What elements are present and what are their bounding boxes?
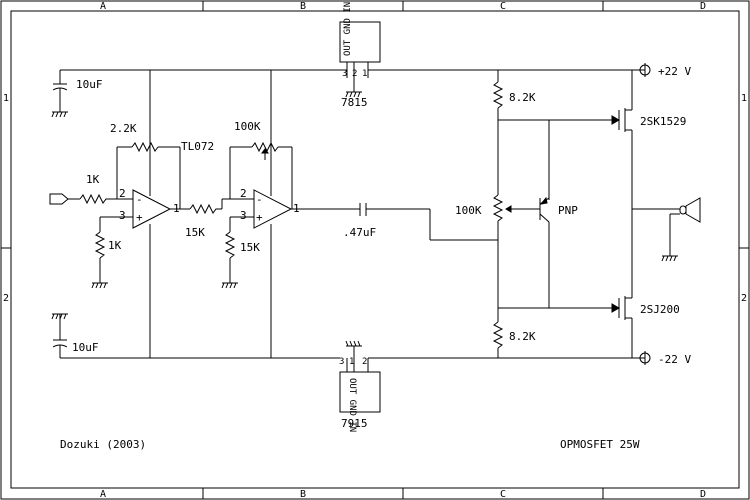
positive-supply-terminal <box>639 63 651 77</box>
opamp-u2-plus: + <box>256 211 263 224</box>
author-label: Dozuki (2003) <box>60 438 146 451</box>
regulator-7815-pin-in: 1 <box>362 69 367 79</box>
speaker <box>632 197 701 262</box>
coupling-capacitor-value: .47uF <box>343 226 376 239</box>
regulator-7915-pin-in: 2 <box>362 357 367 367</box>
negative-supply-label: -22 V <box>658 353 691 366</box>
upper-mosfet-2sk1529 <box>549 70 633 209</box>
positive-rail <box>59 69 645 196</box>
regulator-7815-pin-gnd: 2 <box>352 69 357 79</box>
grid-row-1-right: 1 <box>741 93 747 104</box>
opamp-u2 <box>221 141 360 289</box>
grid-col-d-bottom: D <box>700 489 706 500</box>
coupling-capacitor <box>359 203 498 241</box>
circuit-title: OPMOSFET 25W <box>560 438 640 451</box>
top-decoupling-capacitor <box>51 78 68 118</box>
grid-col-b-top: B <box>300 1 306 12</box>
regulator-7915-pin-gnd: 1 <box>349 357 354 367</box>
grid-col-a-bottom: A <box>100 489 106 500</box>
grid-col-c-bottom: C <box>500 489 506 500</box>
top-bias-resistor-value: 8.2K <box>509 91 536 104</box>
regulator-7915-pin-out: 3 <box>339 357 344 367</box>
ic-part-label: TL072 <box>181 140 214 153</box>
input-resistor-value: 1K <box>86 173 100 186</box>
opamp-u2-pin-noninv: 3 <box>240 209 247 222</box>
pnp-transistor <box>539 196 550 223</box>
opamp-u2-pin-inv: 2 <box>240 187 247 200</box>
positive-supply-label: +22 V <box>658 65 691 78</box>
grid-row-2-left: 2 <box>3 293 9 304</box>
negative-supply-terminal <box>639 351 651 365</box>
grid-col-a-top: A <box>100 1 106 12</box>
regulator-7815-pin-names: OUT GND IN <box>343 2 353 56</box>
regulator-7915 <box>339 340 381 413</box>
regulator-7815-label: 7815 <box>341 96 368 109</box>
grid-row-2-right: 2 <box>741 293 747 304</box>
lower-mosfet-2sj200 <box>549 209 633 358</box>
pin3-resistor-value: 1K <box>108 239 122 252</box>
interstage-resistor-15k <box>189 198 254 215</box>
bottom-decoupling-capacitor <box>51 313 68 350</box>
input-resistor-1k <box>79 193 117 205</box>
grid-col-b-bottom: B <box>300 489 306 500</box>
opamp-u2-pin-out: 1 <box>293 202 300 215</box>
opamp-u2-minus: - <box>256 193 263 206</box>
grid-col-d-top: D <box>700 1 706 12</box>
upper-mosfet-label: 2SK1529 <box>640 115 686 128</box>
negative-rail <box>59 224 645 359</box>
bias-pot-value: 100K <box>455 204 482 217</box>
opamp-u1-pin-noninv: 3 <box>119 209 126 222</box>
regulator-7815 <box>339 21 381 98</box>
opamp-u1-pin-inv: 2 <box>119 187 126 200</box>
opamp-u1-pin-out: 1 <box>173 202 180 215</box>
regulator-7815-pin-out: 3 <box>342 69 347 79</box>
regulator-7915-label: 7915 <box>341 417 368 430</box>
opamp-u1 <box>91 141 190 289</box>
opamp-u1-minus: - <box>136 193 143 206</box>
opamp-u1-plus: + <box>136 211 143 224</box>
ground-resistor-2-value: 15K <box>240 241 260 254</box>
feedback-pot-value: 100K <box>234 120 261 133</box>
interstage-resistor-value: 15K <box>185 226 205 239</box>
regulator-7915-pin-names: OUT GND IN <box>347 378 357 432</box>
bias-network <box>492 70 550 358</box>
feedback-resistor-1-value: 2.2K <box>110 122 137 135</box>
bottom-bias-resistor-value: 8.2K <box>509 330 536 343</box>
grid-col-c-top: C <box>500 1 506 12</box>
lower-mosfet-label: 2SJ200 <box>640 303 680 316</box>
pnp-transistor-label: PNP <box>558 204 578 217</box>
top-capacitor-value: 10uF <box>76 78 103 91</box>
bottom-capacitor-value: 10uF <box>72 341 99 354</box>
input-connector <box>49 193 80 205</box>
grid-row-1-left: 1 <box>3 93 9 104</box>
